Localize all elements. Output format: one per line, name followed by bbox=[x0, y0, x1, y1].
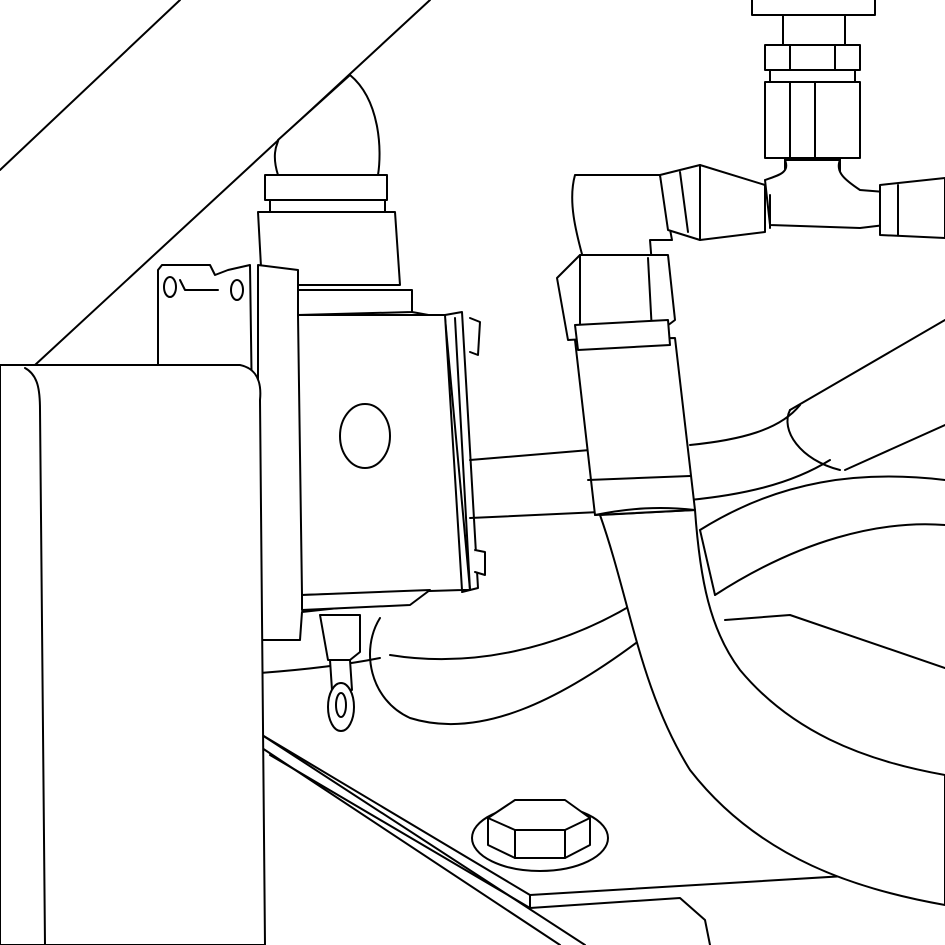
hydraulic-hose[interactable] bbox=[574, 337, 945, 906]
elbow-pipe bbox=[257, 74, 401, 286]
bracket-beam bbox=[0, 0, 431, 366]
electrical-switch-box[interactable] bbox=[257, 264, 486, 641]
vertical-pipe-with-nut[interactable] bbox=[751, 0, 876, 176]
tube-lines bbox=[259, 319, 945, 726]
cabinet-wall bbox=[0, 364, 266, 945]
cable-gland-hole bbox=[339, 403, 391, 469]
hex-bolt bbox=[471, 799, 609, 872]
tee-fitting[interactable] bbox=[764, 159, 945, 239]
base-plate bbox=[261, 614, 945, 945]
elbow-fitting[interactable] bbox=[556, 164, 766, 351]
roller-lever-actuator[interactable] bbox=[319, 614, 361, 732]
